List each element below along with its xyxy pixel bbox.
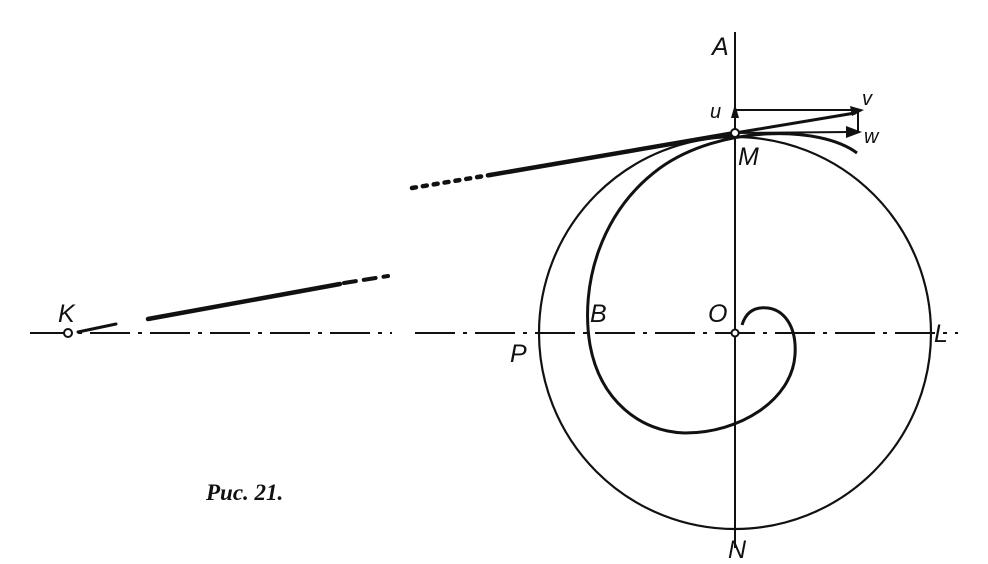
label-w: w: [864, 126, 880, 148]
point-o: [730, 328, 740, 338]
label-k: K: [58, 300, 76, 328]
tangent-line: [76, 111, 857, 334]
label-v: v: [862, 88, 873, 110]
w-arrowhead: [846, 126, 862, 138]
label-p: P: [510, 340, 527, 368]
point-m: [730, 128, 740, 138]
label-m: M: [738, 143, 759, 171]
label-u: u: [710, 101, 721, 123]
label-a: A: [710, 33, 729, 61]
label-o: O: [708, 300, 727, 328]
label-b: B: [590, 300, 607, 328]
spiral-curve: [586, 132, 858, 435]
point-k: [63, 328, 73, 338]
label-l: L: [934, 320, 948, 348]
label-n: N: [728, 536, 747, 564]
figure-caption: Рис. 21.: [205, 480, 283, 505]
velocity-vectors: [734, 109, 859, 134]
v-arrowhead: [850, 106, 864, 116]
u-arrowhead: [731, 104, 739, 118]
